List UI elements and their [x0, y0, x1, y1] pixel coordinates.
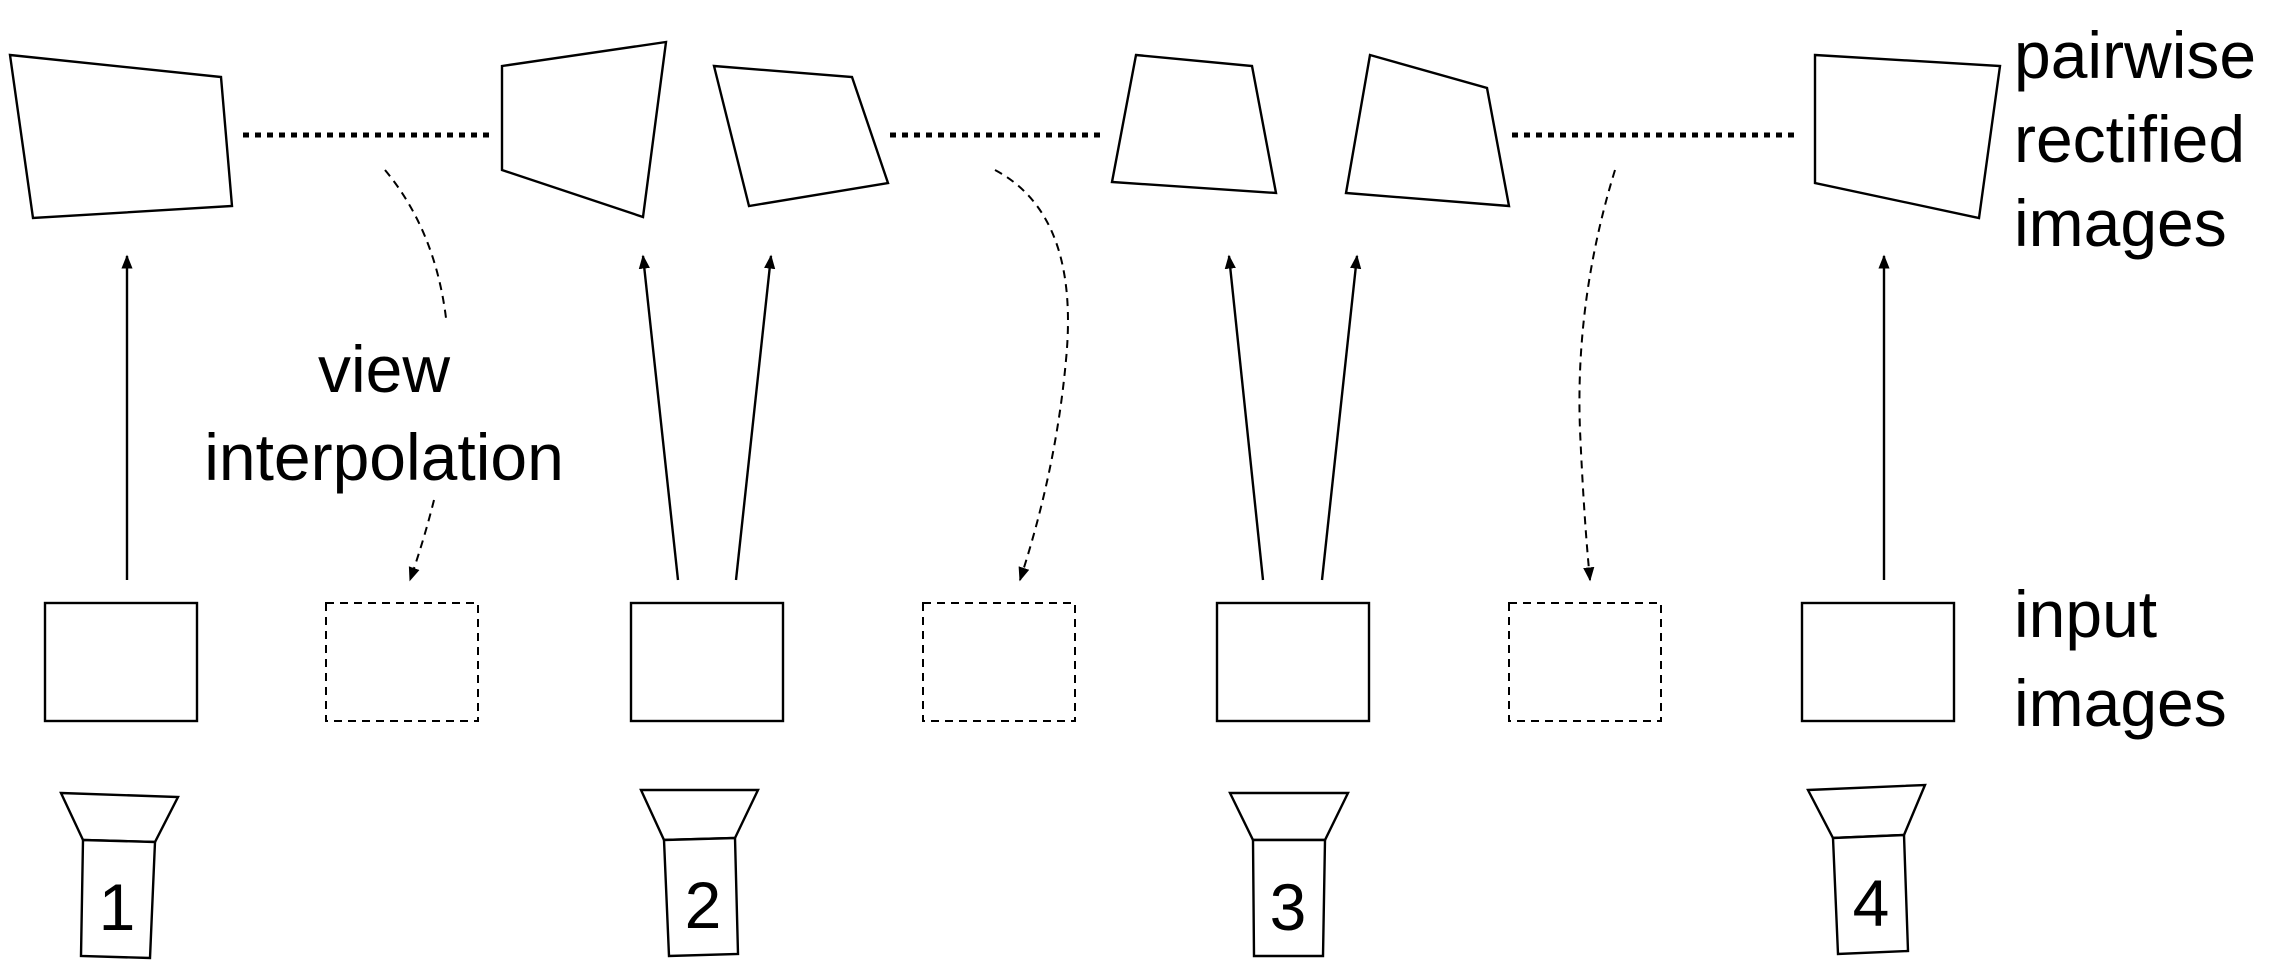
camera-1: 1 — [59, 791, 180, 960]
arrow-2a — [638, 254, 680, 581]
interp-label-line2: interpolation — [204, 420, 564, 494]
camera-3-number: 3 — [1270, 870, 1307, 944]
rectified-image-2b — [712, 64, 890, 208]
input-image-2 — [629, 601, 785, 723]
interp-label-line1: view — [318, 332, 450, 406]
camera-4-number: 4 — [1853, 866, 1890, 940]
input-image-4 — [1800, 601, 1956, 723]
arrow-3b — [1320, 254, 1362, 581]
interp-arrow-2 — [994, 169, 1069, 582]
rectified-image-1 — [8, 53, 234, 220]
rectified-label-line2: rectified — [2014, 102, 2245, 176]
camera-2-number: 2 — [685, 868, 722, 942]
arrow-2b — [734, 254, 776, 581]
arrow-3a — [1224, 254, 1265, 581]
rectified-label-line3: images — [2014, 186, 2227, 260]
virtual-view-1 — [325, 602, 479, 722]
rectified-image-3a — [1110, 53, 1278, 195]
camera-3-body — [1251, 838, 1327, 958]
camera-4-lens — [1806, 783, 1927, 840]
rectified-image-4 — [1813, 53, 2002, 220]
camera-2-lens — [639, 788, 760, 842]
view-interpolation-label: view interpolation — [204, 332, 564, 494]
rectified-images-label: pairwise rectified images — [2014, 18, 2256, 260]
camera-2-body — [662, 836, 740, 958]
camera-1-number: 1 — [99, 870, 136, 944]
interp-arrow-1-upper — [384, 169, 447, 319]
rectified-label-line1: pairwise — [2014, 18, 2256, 92]
interp-arrow-3 — [1578, 169, 1616, 582]
input-image-1 — [43, 601, 199, 723]
input-images-row — [43, 601, 1956, 723]
camera-4: 4 — [1806, 783, 1927, 956]
input-label-line2: images — [2014, 666, 2227, 740]
virtual-view-2 — [922, 602, 1076, 722]
input-image-3 — [1215, 601, 1371, 723]
input-images-label: input images — [2014, 577, 2227, 740]
interpolation-arrows — [384, 169, 1616, 582]
interp-arrow-1-lower — [408, 499, 435, 582]
virtual-view-3 — [1508, 602, 1662, 722]
camera-2: 2 — [639, 788, 760, 958]
rectified-image-2a — [500, 40, 668, 219]
rectified-image-3b — [1344, 53, 1511, 208]
rectified-images-row — [8, 40, 2002, 220]
camera-4-body — [1831, 833, 1910, 956]
camera-1-lens — [59, 791, 180, 844]
rectification-arrows — [121, 254, 1890, 581]
camera-3: 3 — [1228, 791, 1350, 958]
input-label-line1: input — [2014, 577, 2157, 651]
camera-1-body — [79, 838, 157, 960]
camera-3-lens — [1228, 791, 1350, 842]
